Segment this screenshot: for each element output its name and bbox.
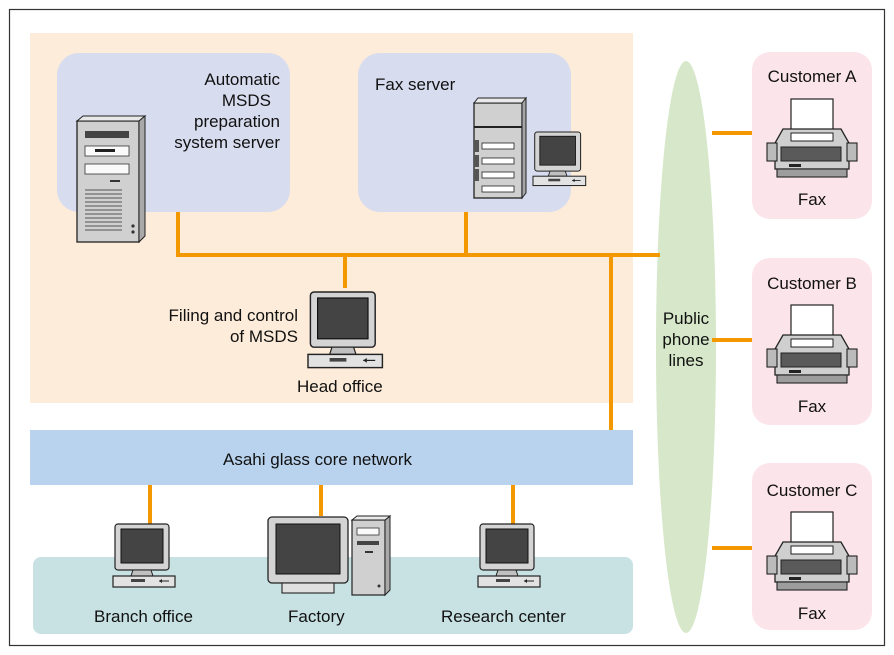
fax-server-pc-icon bbox=[532, 131, 587, 187]
customer-c-label: Customer C bbox=[766, 481, 858, 500]
core-network-band bbox=[30, 430, 633, 485]
phone-lines-label-line3: lines bbox=[668, 351, 704, 370]
filing-control-label-line1: Filing and control bbox=[168, 306, 298, 325]
branch-office-label: Branch office bbox=[94, 607, 193, 626]
phone-lines-label-line2: phone bbox=[662, 330, 710, 349]
customer-c-fax-label: Fax bbox=[797, 604, 827, 623]
network-links bbox=[148, 131, 752, 550]
head-office-label: Head office bbox=[297, 377, 383, 396]
lan-backbone-line bbox=[176, 212, 660, 257]
factory-label: Factory bbox=[288, 607, 345, 626]
research-center-label: Research center bbox=[441, 607, 566, 626]
phone-lines-label-line1: Public bbox=[662, 309, 710, 328]
msds-server-label: Automatic MSDS preparation system server bbox=[174, 69, 280, 153]
public-phone-lines-label: Public phone lines bbox=[646, 308, 726, 371]
server-tower-icon bbox=[75, 114, 147, 244]
msds-server-label-line4: system server bbox=[174, 133, 280, 152]
customer-a-label: Customer A bbox=[767, 67, 857, 86]
research-center-pc-icon bbox=[477, 523, 541, 588]
msds-server-label-line2: MSDS bbox=[221, 91, 271, 110]
branch-office-pc-icon bbox=[112, 523, 176, 588]
msds-server-label-line3: preparation bbox=[193, 112, 280, 131]
public-phone-lines bbox=[656, 61, 716, 633]
filing-control-label: Filing and control of MSDS bbox=[169, 305, 298, 347]
customer-a-fax-label: Fax bbox=[797, 190, 827, 209]
customer-b-fax-label: Fax bbox=[797, 397, 827, 416]
head-office-pc-icon bbox=[307, 291, 384, 369]
fax-server-icon bbox=[472, 96, 528, 200]
msds-server-label-line1: Automatic bbox=[204, 70, 280, 89]
filing-control-label-line2: of MSDS bbox=[229, 327, 298, 346]
core-network-label: Asahi glass core network bbox=[223, 450, 412, 469]
fax-server-label: Fax server bbox=[375, 75, 456, 94]
factory-workstation-icon bbox=[267, 514, 392, 597]
customer-b-label: Customer B bbox=[767, 274, 857, 293]
